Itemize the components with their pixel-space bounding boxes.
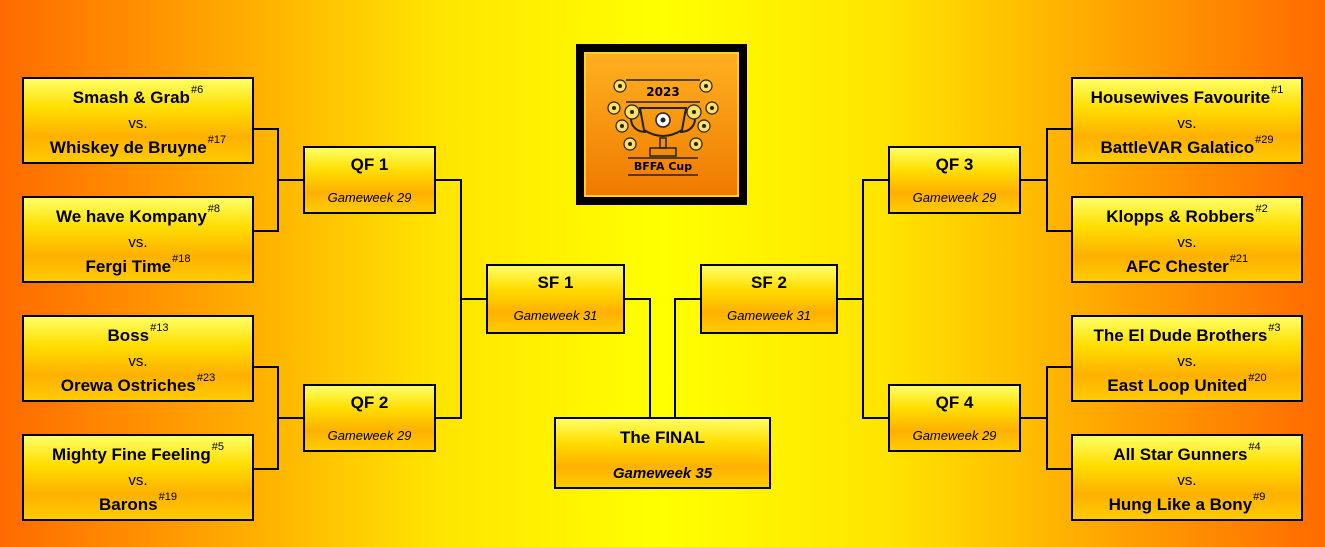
team-name: Whiskey de Bruyne: [49, 138, 207, 157]
connector: [253, 468, 278, 470]
vs-label: vs.: [1177, 234, 1197, 251]
team-name: Hung Like a Bony: [1108, 495, 1253, 514]
vs-label: vs.: [1177, 353, 1197, 370]
team-seed: #8: [207, 203, 221, 215]
match-box: Housewives Favourite#1 vs. BattleVAR Gal…: [1071, 77, 1303, 164]
connector: [277, 417, 304, 419]
connector: [1047, 366, 1072, 368]
connector: [863, 179, 890, 181]
connector: [435, 179, 462, 181]
round-title: QF 1: [350, 155, 389, 174]
team-seed: #19: [158, 491, 177, 503]
connector: [862, 179, 864, 419]
connector: [435, 417, 462, 419]
connector: [863, 417, 890, 419]
round-gameweek: Gameweek 29: [912, 190, 997, 205]
team-name: BattleVAR Galatico: [1100, 138, 1255, 157]
connector: [836, 298, 863, 300]
team-seed: #5: [211, 441, 224, 453]
team-seed: #1: [1271, 84, 1284, 96]
round-gameweek: Gameweek 29: [912, 428, 997, 443]
logo-year: 2023: [646, 85, 679, 99]
bffa-cup-logo: 2023 BFFA Cup: [576, 44, 747, 205]
team-seed: #2: [1255, 203, 1268, 215]
connector: [1046, 128, 1048, 232]
team-name: Klopps & Robbers: [1106, 207, 1255, 226]
connector: [253, 366, 278, 368]
connector: [674, 298, 701, 300]
match-box: All Star Gunners#4 vs. Hung Like a Bony#…: [1071, 434, 1303, 521]
team-seed: #6: [190, 84, 204, 96]
round-gameweek: Gameweek 29: [327, 190, 412, 205]
match-box: Klopps & Robbers#2 vs. AFC Chester#21: [1071, 196, 1303, 283]
team-name: AFC Chester: [1125, 257, 1229, 276]
round-title: SF 1: [537, 273, 574, 292]
team-seed: #29: [1255, 134, 1274, 146]
connector: [649, 298, 651, 418]
sf2-box: SF 2 Gameweek 31: [700, 264, 838, 334]
qf1-box: QF 1 Gameweek 29: [303, 146, 436, 214]
round-gameweek: Gameweek 29: [327, 428, 412, 443]
team-seed: #3: [1268, 322, 1281, 334]
connector: [1047, 468, 1072, 470]
round-title: SF 2: [751, 273, 787, 292]
team-name: East Loop United: [1107, 376, 1248, 395]
round-title: QF 4: [935, 393, 974, 412]
connector: [624, 298, 651, 300]
vs-label: vs.: [128, 234, 148, 251]
team-seed: #4: [1248, 441, 1261, 453]
team-seed: #9: [1253, 491, 1266, 503]
team-name: We have Kompany: [55, 207, 207, 226]
team-seed: #21: [1229, 253, 1249, 265]
match-box: We have Kompany#8 vs. Fergi Time#18: [22, 196, 254, 283]
vs-label: vs.: [128, 353, 148, 370]
round-gameweek: Gameweek 31: [513, 308, 598, 323]
team-name: Mighty Fine Feeling: [52, 445, 211, 464]
team-name: Boss: [107, 326, 150, 345]
team-seed: #13: [150, 322, 169, 334]
connector: [1020, 417, 1047, 419]
logo-name: BFFA Cup: [634, 160, 692, 173]
vs-label: vs.: [128, 115, 148, 132]
round-gameweek: Gameweek 35: [612, 465, 713, 482]
team-name: Barons: [99, 495, 158, 514]
connector: [674, 298, 676, 418]
connector: [253, 128, 278, 130]
round-title: The FINAL: [620, 428, 705, 447]
round-gameweek: Gameweek 31: [727, 308, 811, 323]
team-seed: #18: [172, 253, 191, 265]
team-name: Fergi Time: [85, 257, 172, 276]
connector: [253, 230, 278, 232]
connector: [1047, 230, 1072, 232]
connector: [1020, 179, 1047, 181]
team-seed: #23: [196, 372, 216, 384]
round-title: QF 2: [350, 393, 389, 412]
connector: [460, 298, 486, 300]
qf3-box: QF 3 Gameweek 29: [888, 146, 1021, 214]
qf4-box: QF 4 Gameweek 29: [888, 384, 1021, 452]
team-name: Orewa Ostriches: [60, 376, 196, 395]
team-seed: #20: [1248, 372, 1267, 384]
connector: [1047, 128, 1072, 130]
connector: [1046, 366, 1048, 470]
trophy-icon: 2023 BFFA Cup: [607, 79, 719, 176]
match-box: Mighty Fine Feeling#5 vs. Barons#19: [22, 434, 254, 521]
sf1-box: SF 1 Gameweek 31: [486, 264, 625, 334]
connector: [277, 179, 304, 181]
team-name: All Star Gunners: [1113, 445, 1248, 464]
team-name: The El Dude Brothers: [1093, 326, 1268, 345]
vs-label: vs.: [1177, 472, 1197, 489]
final-box: The FINAL Gameweek 35: [554, 417, 771, 489]
team-seed: #17: [207, 134, 227, 146]
match-box: Smash & Grab#6 vs. Whiskey de Bruyne#17: [22, 77, 254, 164]
round-title: QF 3: [935, 155, 974, 174]
qf2-box: QF 2 Gameweek 29: [303, 384, 436, 452]
match-box: Boss#13 vs. Orewa Ostriches#23: [22, 315, 254, 402]
team-name: Smash & Grab: [72, 88, 190, 107]
team-name: Housewives Favourite: [1090, 88, 1271, 107]
vs-label: vs.: [1177, 115, 1197, 132]
match-box: The El Dude Brothers#3 vs. East Loop Uni…: [1071, 315, 1303, 402]
vs-label: vs.: [128, 472, 148, 489]
